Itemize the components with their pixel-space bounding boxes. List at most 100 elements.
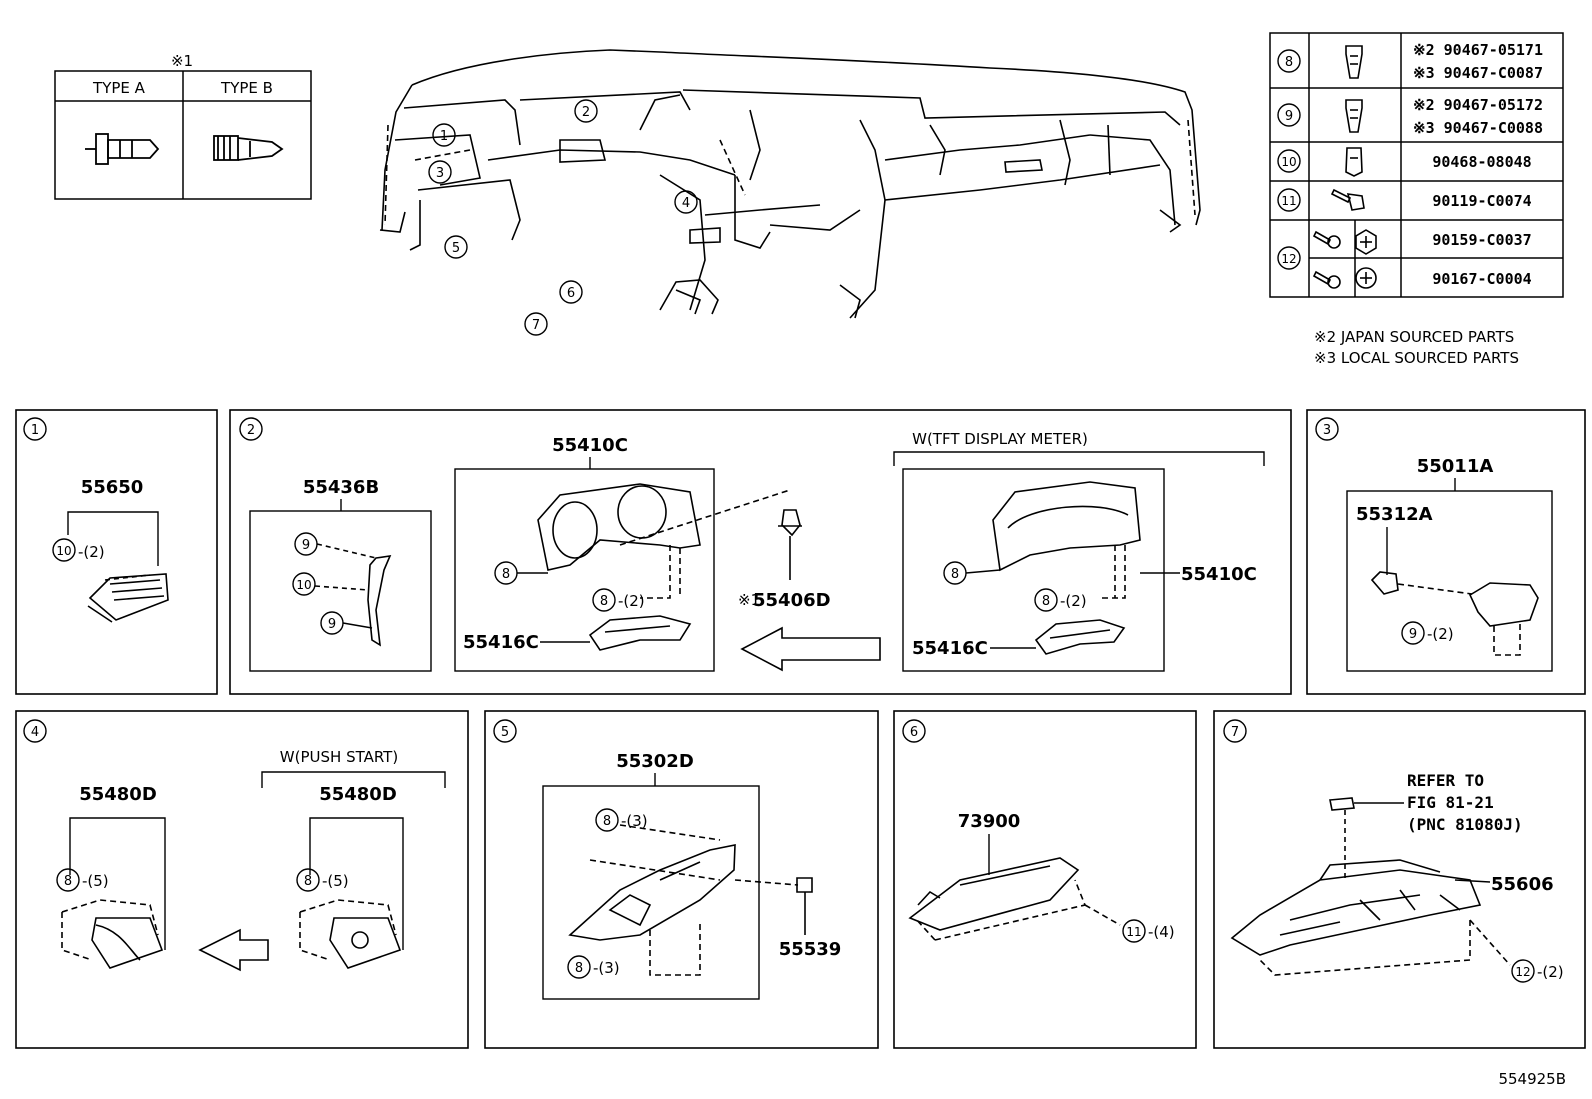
panel-3: 3 55011A 55312A 9 -(2) xyxy=(1306,409,1586,695)
svg-text:4: 4 xyxy=(31,725,39,740)
svg-text:9: 9 xyxy=(1409,627,1417,642)
refer-line-2: FIG 81-21 xyxy=(1407,793,1494,812)
variant-push-start-label: W(PUSH START) xyxy=(280,748,398,766)
svg-text:-(2): -(2) xyxy=(1427,625,1454,643)
knee-panel-icon xyxy=(61,899,164,969)
svg-text:9: 9 xyxy=(328,617,336,632)
svg-text:※3 90467-C0088: ※3 90467-C0088 xyxy=(1413,119,1543,137)
bolt-icon xyxy=(1330,188,1365,211)
part-55011a: 55011A xyxy=(1417,456,1494,477)
svg-text:1: 1 xyxy=(31,423,39,438)
type-a-label: TYPE A xyxy=(92,79,146,97)
svg-text:90159-C0037: 90159-C0037 xyxy=(1432,231,1531,249)
svg-text:2: 2 xyxy=(582,105,590,120)
svg-text:-(3): -(3) xyxy=(621,812,648,830)
svg-text:8: 8 xyxy=(951,567,959,582)
bracket-icon xyxy=(1370,571,1539,656)
svg-text:8: 8 xyxy=(1285,55,1293,70)
panel-6: 6 73900 11 -(4) xyxy=(893,710,1197,1049)
variant-tft-label: W(TFT DISPLAY METER) xyxy=(912,430,1088,448)
part-55480d: 55480D xyxy=(79,784,157,805)
svg-text:7: 7 xyxy=(1231,725,1239,740)
svg-text:-(2): -(2) xyxy=(78,543,105,561)
part-73900: 73900 xyxy=(958,811,1021,832)
svg-text:12: 12 xyxy=(1281,252,1296,266)
lower-panel-icon xyxy=(568,824,799,976)
svg-text:10: 10 xyxy=(56,544,71,558)
note-local-sourced: ※3 LOCAL SOURCED PARTS xyxy=(1314,349,1519,367)
part-55416c-variant: 55416C xyxy=(912,638,988,659)
refer-clip-icon xyxy=(1329,797,1404,880)
overview-callout-2: 2 xyxy=(574,99,598,123)
clip-icon xyxy=(1345,45,1363,79)
side-vent-icon xyxy=(87,573,169,623)
svg-text:90468-08048: 90468-08048 xyxy=(1432,153,1531,171)
part-55312a: 55312A xyxy=(1356,504,1433,525)
screw-icon xyxy=(1312,229,1377,289)
glove-box-icon xyxy=(908,857,1121,941)
svg-text:-(4): -(4) xyxy=(1148,923,1175,941)
left-arrow-icon xyxy=(198,928,269,972)
part-55302d: 55302D xyxy=(616,751,694,772)
svg-text:-(5): -(5) xyxy=(322,872,349,890)
svg-text:1: 1 xyxy=(440,129,448,144)
type-b-label: TYPE B xyxy=(220,79,273,97)
clip-icon xyxy=(1345,99,1363,133)
svg-text:※3 90467-C0087: ※3 90467-C0087 xyxy=(1413,64,1543,82)
fastener-row-9: 9 ※2 90467-05172 ※3 90467-C0088 xyxy=(1277,96,1543,137)
overview-callout-4: 4 xyxy=(674,190,698,214)
svg-text:90167-C0004: 90167-C0004 xyxy=(1432,270,1531,288)
svg-text:8: 8 xyxy=(502,567,510,582)
svg-text:10: 10 xyxy=(296,578,311,592)
part-55606: 55606 xyxy=(1491,874,1554,895)
svg-text:2: 2 xyxy=(247,423,255,438)
part-55410c-variant: 55410C xyxy=(1181,564,1257,585)
part-55539: 55539 xyxy=(779,939,842,960)
part-55650: 55650 xyxy=(81,477,144,498)
refer-line-1: REFER TO xyxy=(1407,771,1484,790)
under-cover-icon xyxy=(1230,859,1511,976)
clip-icon xyxy=(1345,147,1363,177)
svg-text:-(2): -(2) xyxy=(618,592,645,610)
svg-text:8: 8 xyxy=(304,874,312,889)
lower-cover-icon xyxy=(588,615,692,651)
fastener-row-12: 12 90159-C0037 90167-C0004 xyxy=(1277,229,1532,289)
panel-7: 7 REFER TO FIG 81-21 (PNC 81080J) 55606 … xyxy=(1213,710,1586,1049)
clip-type-table: ※1 TYPE A TYPE B xyxy=(54,52,312,200)
svg-text:4: 4 xyxy=(682,196,690,211)
svg-text:90119-C0074: 90119-C0074 xyxy=(1432,192,1531,210)
svg-text:7: 7 xyxy=(532,318,540,333)
svg-text:8: 8 xyxy=(1042,594,1050,609)
svg-text:9: 9 xyxy=(302,538,310,553)
dashboard-overview: 1 2 3 4 5 6 7 xyxy=(379,49,1201,336)
svg-text:※2 90467-05172: ※2 90467-05172 xyxy=(1413,96,1543,114)
panel-4: 4 55480D 8 -(5) W(PUSH START) 55480D 8 -… xyxy=(15,710,469,1049)
svg-text:3: 3 xyxy=(1323,423,1331,438)
svg-text:12: 12 xyxy=(1515,965,1530,979)
svg-text:-(2): -(2) xyxy=(1537,963,1564,981)
side-garnish-icon xyxy=(314,543,392,647)
svg-text:-(2): -(2) xyxy=(1060,592,1087,610)
panel-1: 1 55650 10 -(2) xyxy=(15,409,218,695)
clip-55406d-icon xyxy=(778,509,802,580)
panel-2: 2 55436B 9 10 9 55410C 8 xyxy=(229,409,1292,695)
panel-5: 5 55302D 8 -(3) 8 -(3) 55539 xyxy=(484,710,879,1049)
overview-callout-1: 1 xyxy=(432,123,456,147)
part-55436b: 55436B xyxy=(303,477,379,498)
svg-text:5: 5 xyxy=(501,725,509,740)
svg-text:11: 11 xyxy=(1126,925,1141,939)
svg-text:8: 8 xyxy=(600,594,608,609)
figure-code: 554925B xyxy=(1498,1070,1566,1088)
fastener-table: 8 ※2 90467-05171 ※3 90467-C0087 9 ※2 904… xyxy=(1269,32,1564,298)
clip-55539-icon xyxy=(796,877,813,935)
svg-text:11: 11 xyxy=(1281,194,1296,208)
overview-callout-3: 3 xyxy=(428,160,452,184)
svg-text:6: 6 xyxy=(567,286,575,301)
svg-text:※2 90467-05171: ※2 90467-05171 xyxy=(1413,41,1543,59)
svg-text:10: 10 xyxy=(1281,155,1296,169)
note-japan-sourced: ※2 JAPAN SOURCED PARTS xyxy=(1314,328,1514,346)
svg-text:8: 8 xyxy=(575,961,583,976)
tft-lower-cover-icon xyxy=(1034,619,1126,655)
part-55406d: 55406D xyxy=(753,590,831,611)
